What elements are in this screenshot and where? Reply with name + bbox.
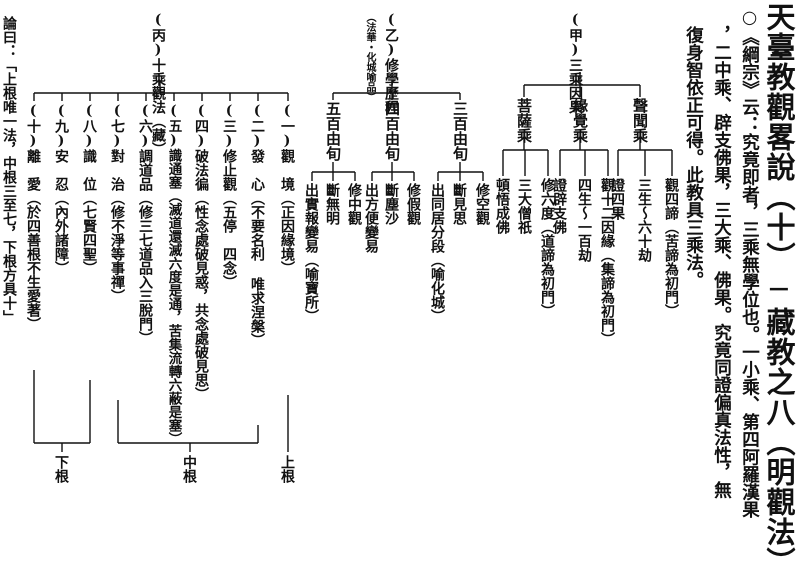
pusa-item-3: 頓悟成佛	[494, 178, 510, 234]
b500-item-3: 出實報變易（喻寶所）	[303, 183, 319, 323]
body-line-1: ○《綱宗》云：究竟即者，三乘無學位也。一小乘、第四阿羅漢果	[739, 8, 760, 518]
branch-pusa: 菩薩乘	[515, 98, 533, 143]
shicheng-item-8: (八)識 位（七賢四聖）	[81, 103, 97, 275]
section-yi-label: (乙)修學歷程	[383, 12, 399, 114]
shicheng-item-7: (七)對 治（修不淨等事禪）	[109, 103, 125, 303]
shengwen-item-3: 證四果	[609, 178, 625, 220]
section-jia-label: (甲)三乘因果	[567, 12, 583, 114]
body-line-2: ，二中乘、辟支佛果，三大乘、佛果。究竟同證偏真法性，無	[711, 26, 732, 499]
shicheng-item-9: (九)安 忍（內外諸障）	[53, 103, 69, 275]
shicheng-item-1: (一)觀 境（正因緣境）	[279, 103, 295, 275]
branch-shengwen: 聲聞乘	[631, 98, 649, 143]
b400-item-3: 出方便變易	[363, 183, 379, 253]
shicheng-item-5: (五)識通塞（滅道還滅六度是通，苦集流轉六蔽是塞）	[165, 103, 182, 446]
group-middle: 中根	[181, 455, 197, 483]
shicheng-item-6: (六)調道品（修三七道品入三脫門）	[137, 103, 153, 345]
section-bing-label: (丙)十乘觀法（藏）	[150, 12, 166, 156]
branch-yuanjue: 緣覺乘	[571, 98, 589, 143]
pusa-item-2: 三大僧祇	[516, 178, 532, 234]
b500-item-1: 修中觀	[346, 183, 362, 225]
conclusion-text: 論曰：「上根唯一法，中根三至七，下根方具十」	[1, 16, 17, 324]
b400-item-2: 斷塵沙	[383, 183, 399, 225]
group-upper: 上根	[279, 455, 295, 483]
branch-400: 四百由旬	[383, 101, 401, 161]
b300-item-2: 斷見思	[451, 183, 467, 225]
branch-300: 三百由旬	[451, 101, 469, 161]
b300-item-3: 出同居分段（喻化城）	[429, 183, 445, 323]
b300-item-1: 修空觀	[474, 183, 490, 225]
branch-500: 五百由旬	[324, 101, 342, 161]
b500-item-2: 斷無明	[324, 183, 340, 225]
section-yi-note: （法華・化城喻品）	[364, 12, 375, 102]
yuanjue-item-1: 觀十二因緣（集諦為初門）	[599, 178, 615, 346]
yuanjue-item-3: 證辟支佛	[551, 178, 567, 234]
b400-item-1: 修假觀	[405, 183, 421, 225]
yuanjue-item-2: 四生～一百劫	[576, 178, 592, 262]
group-lower: 下根	[53, 455, 69, 483]
shengwen-item-1: 觀四諦（苦諦為初門）	[663, 178, 679, 318]
body-line-3: 復身智依正可得。此教具三乘法。	[683, 26, 704, 289]
shicheng-item-3: (三)修止觀（五停 四念）	[221, 103, 237, 289]
shicheng-item-10: (十)離 愛（於四善根不生愛著）	[25, 103, 41, 331]
shengwen-item-2: 三生～六十劫	[636, 178, 652, 262]
shicheng-item-2: (二)發 心（不要名利 唯求涅槃）	[249, 103, 265, 347]
shicheng-item-4: (四)破法徧（性念處破見惑，共念處破見思）	[193, 103, 209, 401]
page-title: 天臺教觀畧說（十）─藏教之八（明觀法）	[762, 2, 796, 577]
pusa-item-1: 修六度（道諦為初門）	[539, 178, 555, 318]
tree-lines	[33, 72, 673, 452]
